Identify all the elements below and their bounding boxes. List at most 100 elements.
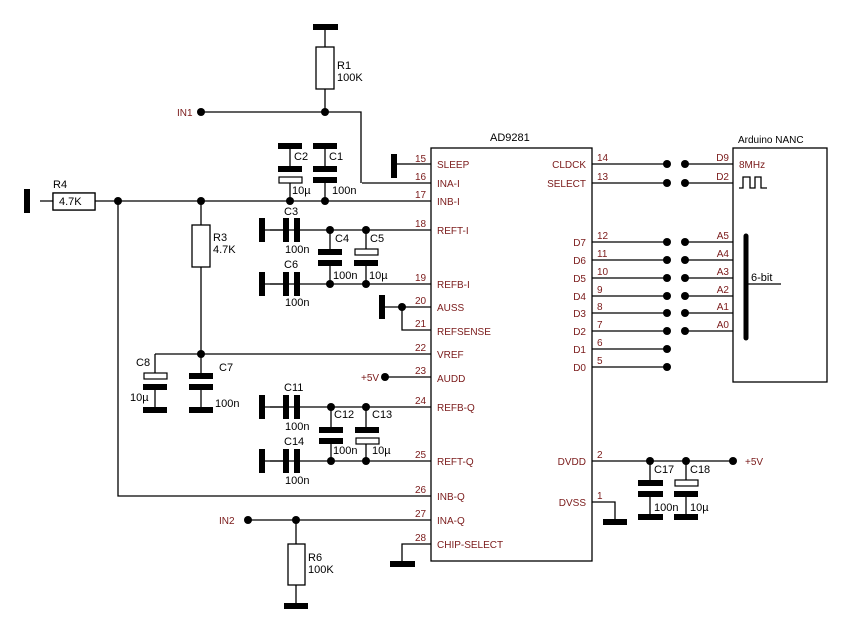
- pin-label: INB-I: [437, 197, 460, 208]
- capacitor-c5[interactable]: [354, 230, 379, 284]
- pin-number: 11: [597, 249, 608, 260]
- chip-name: AD9281: [490, 132, 530, 144]
- junction: [326, 280, 334, 288]
- pin-number: 13: [597, 172, 609, 183]
- c7-ref: C7: [219, 362, 233, 374]
- c3-value: 100n: [285, 244, 309, 256]
- capacitor-c14[interactable]: [259, 449, 300, 473]
- c13-value: 10µ: [372, 445, 391, 457]
- ground-symbol: [284, 603, 308, 609]
- pin-number: 16: [415, 172, 427, 183]
- pin-label: REFB-Q: [437, 403, 475, 414]
- pin-number: 28: [415, 533, 427, 544]
- in1-terminal[interactable]: [197, 108, 205, 116]
- pin-number: 14: [597, 153, 609, 164]
- pin-label: REFSENSE: [437, 327, 491, 338]
- r6-ref: R6: [308, 552, 322, 564]
- in2-terminal[interactable]: [244, 516, 252, 524]
- capacitor-c6[interactable]: [259, 272, 300, 296]
- capacitor-c3[interactable]: [259, 218, 300, 242]
- capacitor-c18[interactable]: [674, 461, 699, 520]
- pin-label: CLDCK: [552, 160, 586, 171]
- ground-symbol: [313, 24, 338, 30]
- c14-value: 100n: [285, 475, 309, 487]
- pin-number: 26: [415, 485, 427, 496]
- capacitor-c8[interactable]: [143, 372, 168, 413]
- vcc-label: +5V: [361, 373, 379, 384]
- ground-symbol: [603, 519, 627, 525]
- c1-value: 100n: [332, 185, 356, 197]
- pin-number: 22: [415, 343, 427, 354]
- pin-label: REFT-Q: [437, 457, 474, 468]
- connector-dots: [663, 160, 689, 371]
- capacitor-c11[interactable]: [259, 395, 300, 419]
- junction: [362, 457, 370, 465]
- ground-symbol: [24, 189, 30, 213]
- pin-label: D7: [573, 238, 586, 249]
- c6-value: 100n: [285, 297, 309, 309]
- pin-label: INA-I: [437, 179, 460, 190]
- clock-frequency-label: 8MHz: [739, 160, 765, 171]
- c4-ref: C4: [335, 233, 349, 245]
- ground-symbol: [379, 295, 385, 319]
- ground-symbol: [391, 154, 397, 178]
- c2-value: 10µ: [292, 185, 311, 197]
- pin-label: CHIP-SELECT: [437, 540, 503, 551]
- junction: [398, 303, 406, 311]
- c18-value: 10µ: [690, 502, 709, 514]
- junction: [327, 457, 335, 465]
- pin-8: 8D3: [573, 302, 668, 320]
- pin-number: 25: [415, 450, 427, 461]
- resistor-r3[interactable]: [191, 224, 211, 268]
- vcc-terminal[interactable]: [729, 457, 737, 465]
- pin-number: 8: [597, 302, 603, 313]
- c17-ref: C17: [654, 464, 674, 476]
- pin-label: D0: [573, 363, 586, 374]
- pin-number: 24: [415, 396, 427, 407]
- resistor-r6[interactable]: [287, 543, 306, 586]
- ad9281-chip-body[interactable]: [430, 147, 593, 562]
- c8-value: 10µ: [130, 392, 149, 404]
- c18-ref: C18: [690, 464, 710, 476]
- c11-value: 100n: [285, 421, 309, 433]
- resistor-r1[interactable]: [315, 46, 335, 90]
- pin-label: D4: [573, 292, 586, 303]
- arduino-board[interactable]: [732, 147, 828, 383]
- pin-label: SELECT: [547, 179, 586, 190]
- pin-label: DVDD: [558, 457, 586, 468]
- pin-7: 7D2: [573, 320, 668, 338]
- c5-ref: C5: [370, 233, 384, 245]
- pin-number: 12: [597, 231, 609, 242]
- r6-value: 100K: [308, 564, 334, 576]
- capacitor-c7[interactable]: [189, 354, 213, 413]
- pin-number: 1: [597, 491, 603, 502]
- c4-value: 100n: [333, 270, 357, 282]
- pin-5: 5D0: [573, 356, 668, 374]
- c14-ref: C14: [284, 436, 304, 448]
- arduino-pin-label: A4: [717, 249, 730, 260]
- arduino-pin-label: A3: [717, 267, 730, 278]
- arduino-pin-label: A1: [717, 302, 730, 313]
- pin-label: INA-Q: [437, 516, 465, 527]
- c11-ref: C11: [284, 382, 303, 394]
- arduino-pin-label: A5: [717, 231, 730, 242]
- vcc-terminal[interactable]: [381, 373, 389, 381]
- pin-label: D3: [573, 309, 586, 320]
- capacitor-c17[interactable]: [638, 461, 663, 520]
- pin-label: D1: [573, 345, 586, 356]
- pin-number: 23: [415, 366, 427, 377]
- in1-label: IN1: [177, 108, 193, 119]
- arduino-pin-label: A2: [717, 285, 730, 296]
- bus-label: 6-bit: [751, 272, 772, 284]
- pin-number: 27: [415, 509, 427, 520]
- pin-label: INB-Q: [437, 492, 465, 503]
